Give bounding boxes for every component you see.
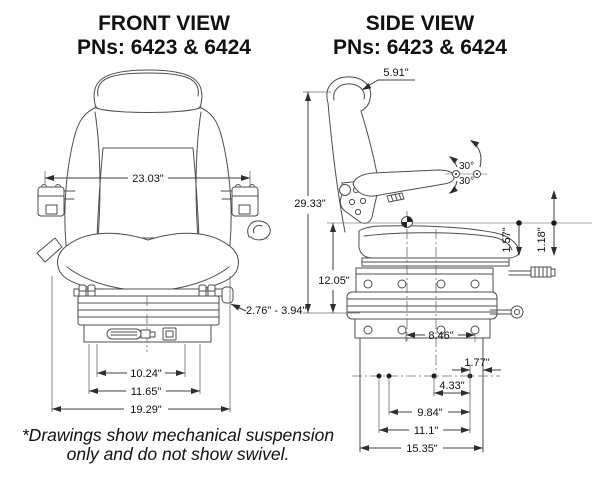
side-round-knob — [510, 305, 524, 319]
mount-point-dots — [376, 373, 473, 379]
front-view-drawing — [36, 69, 271, 352]
side-dimensions: 5.91" 30° 30° 29.33" 12.05" 1.57" 1.18" — [294, 67, 557, 455]
sip-to-cushion-dim: 1.57" — [501, 227, 513, 252]
drawing-footnote: *Drawings show mechanical suspension onl… — [21, 425, 335, 464]
ride-travel-dim: 1.18" — [536, 227, 548, 252]
side-headrest — [326, 76, 372, 112]
armrest-pivot-markers — [445, 137, 487, 197]
front-overall-base-width-dim: 19.29" — [130, 404, 162, 416]
side-armrest — [352, 169, 455, 203]
front-headrest — [93, 69, 203, 113]
front-suspension — [73, 284, 234, 352]
armrest-tilt-up-dim: 30° — [459, 161, 474, 172]
front-dimensions: 23.03" 2.76" - 3.94" 10.24" 11.65" 19.29… — [44, 171, 306, 416]
front-left-armrest — [37, 184, 76, 217]
mount-offset-rear-dim: 1.77" — [464, 357, 489, 369]
side-view-part-numbers: PNs: 6423 & 6424 — [333, 36, 507, 59]
side-suspension-base — [346, 257, 556, 453]
seat-index-point-marker — [401, 216, 413, 228]
armrest-tilt-down-dim: 30° — [459, 176, 474, 187]
mount-span-upper-dim: 8.46" — [428, 330, 453, 342]
front-overall-width-dim: 23.03" — [132, 173, 164, 185]
side-view-title: SIDE VIEW — [365, 12, 475, 35]
side-overall-height-dim: 29.33" — [294, 198, 326, 210]
side-headrest-depth-dim: 5.91" — [383, 67, 408, 79]
front-right-handle — [247, 220, 271, 241]
mount-span-a-dim: 4.33" — [439, 380, 464, 392]
side-view-drawing — [326, 76, 592, 453]
mount-span-c-dim: 11.1" — [414, 425, 439, 437]
front-seat-cushion — [57, 232, 239, 294]
side-suspension-height-dim: 12.05" — [318, 275, 350, 287]
side-seat-cushion — [358, 225, 520, 259]
side-overall-depth-dim: 15.35" — [406, 443, 438, 455]
front-view-title: FRONT VIEW — [98, 12, 230, 35]
front-view-title-block: FRONT VIEW PNs: 6423 & 6424 — [30, 12, 298, 60]
front-left-lever — [36, 237, 63, 263]
front-right-armrest — [220, 184, 259, 217]
side-view-title-block: SIDE VIEW PNs: 6423 & 6424 — [302, 12, 538, 60]
front-knob-range-dim: 2.76" - 3.94" — [246, 305, 306, 317]
front-view-part-numbers: PNs: 6423 & 6424 — [77, 36, 251, 59]
front-adjuster-knob — [221, 286, 234, 304]
front-mount-width-inner-dim: 10.24" — [130, 368, 162, 380]
mount-span-b-dim: 9.84" — [417, 407, 442, 419]
front-mount-width-outer-dim: 11.65" — [131, 386, 162, 398]
